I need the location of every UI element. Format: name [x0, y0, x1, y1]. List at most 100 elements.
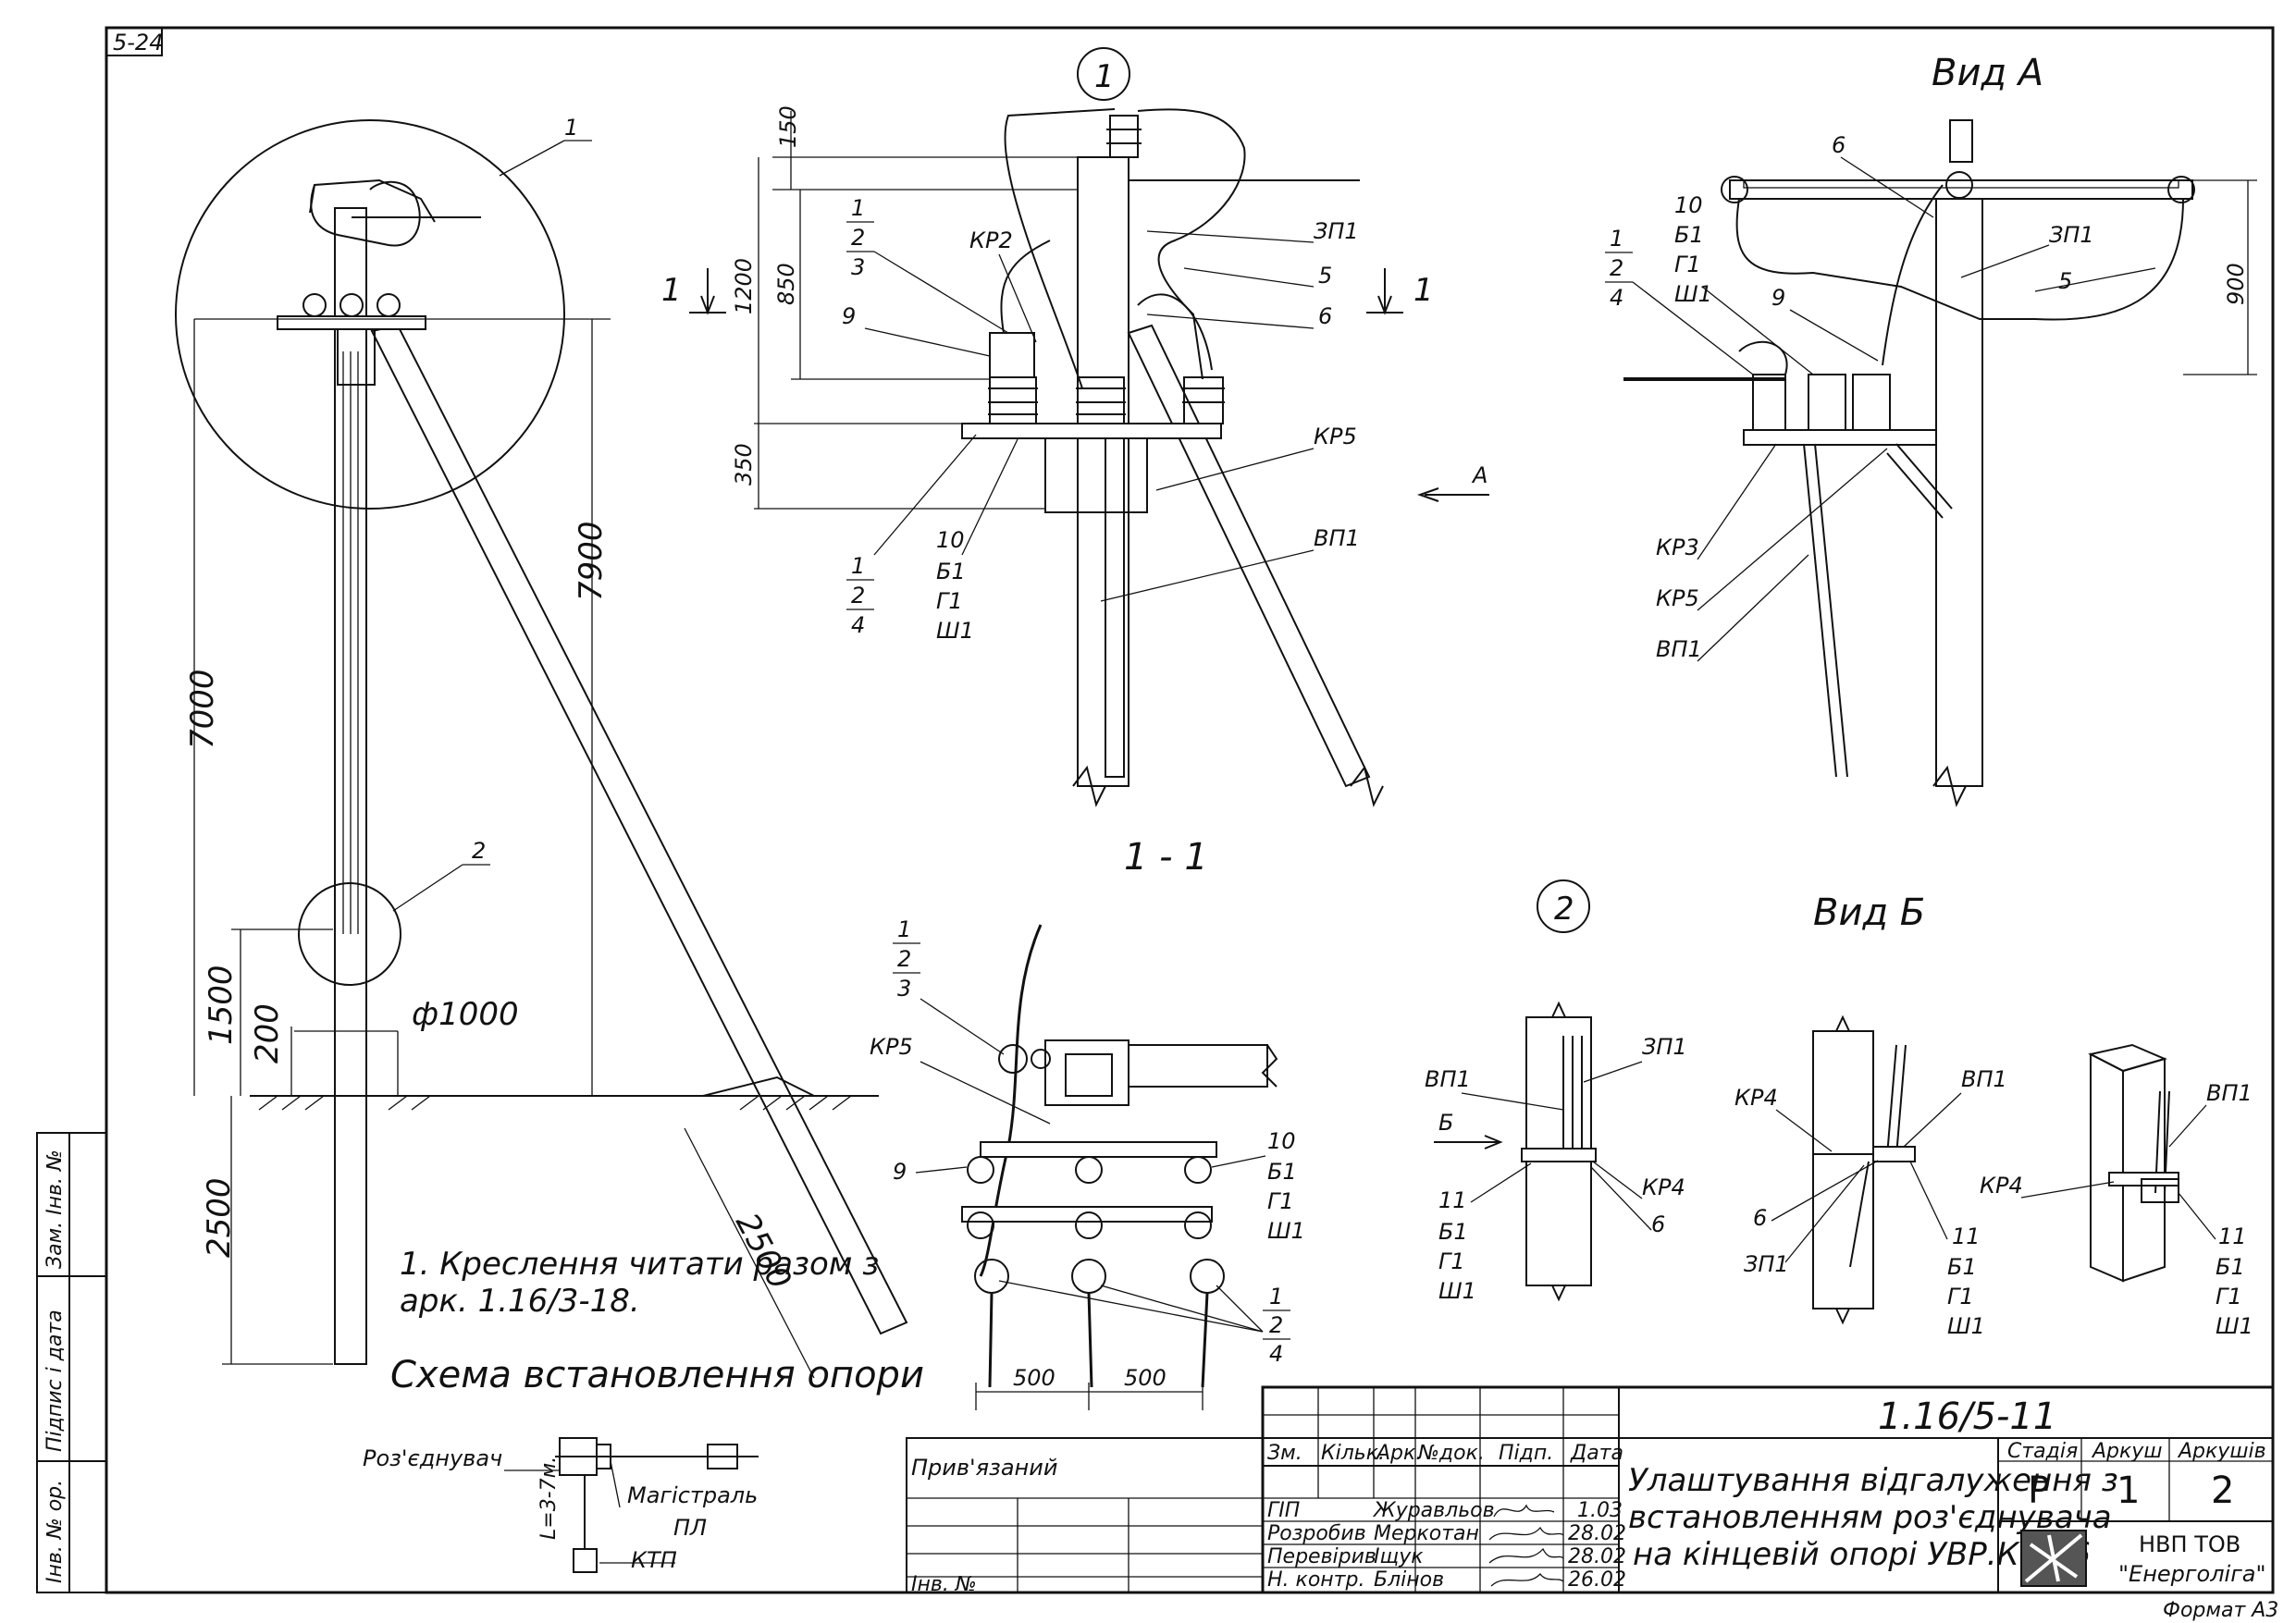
n2m-6: 6	[1753, 1205, 1767, 1231]
stack-bottom-2: 2	[851, 583, 865, 609]
insulators	[988, 115, 1225, 424]
n2m-vp1: ВП1	[1961, 1066, 2007, 1092]
tb-stage-label: Стадія	[2007, 1440, 2078, 1463]
va-stack-mid-sh1: Ш1	[1674, 281, 1712, 307]
zam-inv-label: Зам. Інв. №	[43, 1150, 67, 1269]
title-block: Прив'язаний Інв. № 1.16/5-11 Зм. Кільк. …	[906, 1385, 2275, 1596]
n2l-stack-g1: Г1	[1438, 1248, 1465, 1274]
va-stack-left-1: 1	[1610, 226, 1623, 252]
view-a-dim-900: 900	[2223, 263, 2249, 305]
va-stack-mid-b1: Б1	[1674, 222, 1704, 248]
company-logo	[2020, 1530, 2087, 1587]
tb-title-3: на кінцевій опорі УВР.К10-6	[1633, 1536, 2091, 1573]
tb-row-4-name: Блінов	[1374, 1568, 1444, 1592]
scheme-pl: ПЛ	[673, 1515, 707, 1541]
plan-stack-right-sh1: Ш1	[1267, 1218, 1305, 1244]
stack-right-10: 10	[936, 527, 965, 553]
node2-circle-label: 2	[1554, 891, 1574, 928]
va-label-kr5: КР5	[1656, 585, 1699, 611]
plan-stack-top-3: 3	[897, 976, 911, 1002]
tb-h-ark: Арк.	[1375, 1442, 1422, 1465]
n2r-stack-b1: Б1	[2216, 1254, 2245, 1280]
installation-scheme: Схема встановлення опори Роз'єднувач Маг…	[363, 1354, 924, 1573]
n2m-kr4: КР4	[1734, 1085, 1778, 1111]
stack-right-sh1: Ш1	[936, 618, 974, 644]
tb-h-kilk: Кільк.	[1321, 1442, 1385, 1465]
callout-1: 1	[564, 115, 578, 141]
dim-1500: 1500	[203, 965, 240, 1045]
scheme-title: Схема встановлення опори	[390, 1354, 924, 1396]
n2r-stack-sh1: Ш1	[2216, 1313, 2253, 1339]
tb-row-2-date: 28.02	[1568, 1522, 1626, 1545]
view-a: Вид А 900 1 2 4 10 Б1 Г1 Ш1	[1605, 52, 2257, 807]
corner-code: 5-24	[113, 30, 163, 55]
scheme-main: Магістраль	[627, 1482, 758, 1508]
tb-row-4-role: Н. контр.	[1267, 1568, 1364, 1592]
n2m-stack-g1: Г1	[1947, 1284, 1974, 1309]
dim-200: 200	[249, 1003, 286, 1064]
dim-150: 150	[775, 105, 801, 148]
side-stamp: Зам. Інв. № Підпис і дата Інв. № ор.	[36, 1132, 107, 1593]
n2l-stack-11: 11	[1438, 1187, 1467, 1213]
tb-inv-no: Інв. №	[911, 1573, 977, 1596]
tb-row-1-role: ГІП	[1267, 1499, 1300, 1522]
stack-right-b1: Б1	[936, 559, 966, 584]
plan-stack-top-2: 2	[897, 946, 911, 972]
n2m-zp1: ЗП1	[1744, 1251, 1789, 1277]
tb-code: 1.16/5-11	[1878, 1396, 2056, 1438]
tb-h-zm: Зм.	[1267, 1442, 1302, 1465]
plan-dim-right: 500	[1124, 1365, 1167, 1391]
tb-company-2: "Енерголіга"	[2118, 1561, 2266, 1587]
va-stack-left-4: 4	[1610, 285, 1623, 311]
n2m-stack-sh1: Ш1	[1947, 1313, 1985, 1339]
stack-bottom-3: 4	[851, 612, 865, 638]
view-a-arrow-label: А	[1471, 462, 1487, 488]
va-stack-mid-g1: Г1	[1674, 252, 1701, 277]
dim-1200: 1200	[731, 258, 757, 314]
label-vp1: ВП1	[1314, 525, 1360, 551]
plan-stack-right-g1: Г1	[1267, 1188, 1294, 1214]
stack-top-1: 1	[851, 195, 865, 221]
stack-top-3: 3	[851, 254, 865, 280]
inv-orig-label: Інв. № ор.	[43, 1480, 67, 1583]
note-line-2: арк. 1.16/3-18.	[400, 1283, 640, 1320]
main-support-view: 1 2 7900 7000 1500 200 ф1000 2500 2500	[175, 115, 908, 1379]
n2m-stack-b1: Б1	[1947, 1254, 1977, 1280]
label-kr2: КР2	[969, 227, 1013, 253]
scheme-len: L=3-7м.	[537, 1457, 561, 1540]
plan-dim-left: 500	[1013, 1365, 1055, 1391]
va-label-kr3: КР3	[1656, 535, 1699, 560]
stack-top-2: 2	[851, 225, 865, 251]
n2l-zp1: ЗП1	[1642, 1034, 1687, 1060]
view-b-title: Вид Б	[1813, 891, 1925, 934]
scheme-ktp: КТП	[631, 1547, 677, 1573]
tb-row-4-date: 26.02	[1568, 1568, 1626, 1592]
n2r-vp1: ВП1	[2206, 1080, 2253, 1106]
tb-row-3-name: Іщук	[1374, 1545, 1424, 1568]
n2l-stack-sh1: Ш1	[1438, 1278, 1476, 1304]
section-caption: 1 - 1	[1124, 836, 1208, 879]
dim-7900: 7900	[573, 521, 610, 601]
tb-h-pidp: Підп.	[1499, 1442, 1553, 1465]
va-label-vp1: ВП1	[1656, 636, 1702, 662]
node-2-view-b: 2 Вид Б ВП1 ЗП1 Б КР4 6 11 Б1 Г1 Ш1 КР4	[1425, 879, 2253, 1339]
pidpys-label: Підпис і дата	[43, 1309, 67, 1452]
plan-label-kr5: КР5	[870, 1034, 913, 1060]
stack-bottom-1: 1	[851, 553, 865, 579]
dim-350: 350	[731, 443, 757, 486]
tb-row-3-role: Перевірив	[1267, 1545, 1376, 1568]
n2l-stack-b1: Б1	[1438, 1219, 1468, 1245]
tb-row-2-name: Меркотан	[1374, 1522, 1479, 1545]
n2m-stack-11: 11	[1952, 1223, 1981, 1249]
note-line-1: 1. Креслення читати разом з	[400, 1246, 879, 1283]
tb-h-data: Дата	[1570, 1442, 1623, 1465]
n2r-stack-11: 11	[2218, 1223, 2247, 1249]
label-zp1: ЗП1	[1314, 218, 1359, 244]
section-1-1: 1	[661, 47, 1489, 879]
callout-2: 2	[472, 838, 486, 864]
tb-sheet-label: Аркуш	[2091, 1440, 2162, 1463]
n2l-b: Б	[1438, 1110, 1453, 1136]
dim-850: 850	[773, 263, 799, 305]
plan-stack-right-4: 4	[1269, 1341, 1283, 1367]
